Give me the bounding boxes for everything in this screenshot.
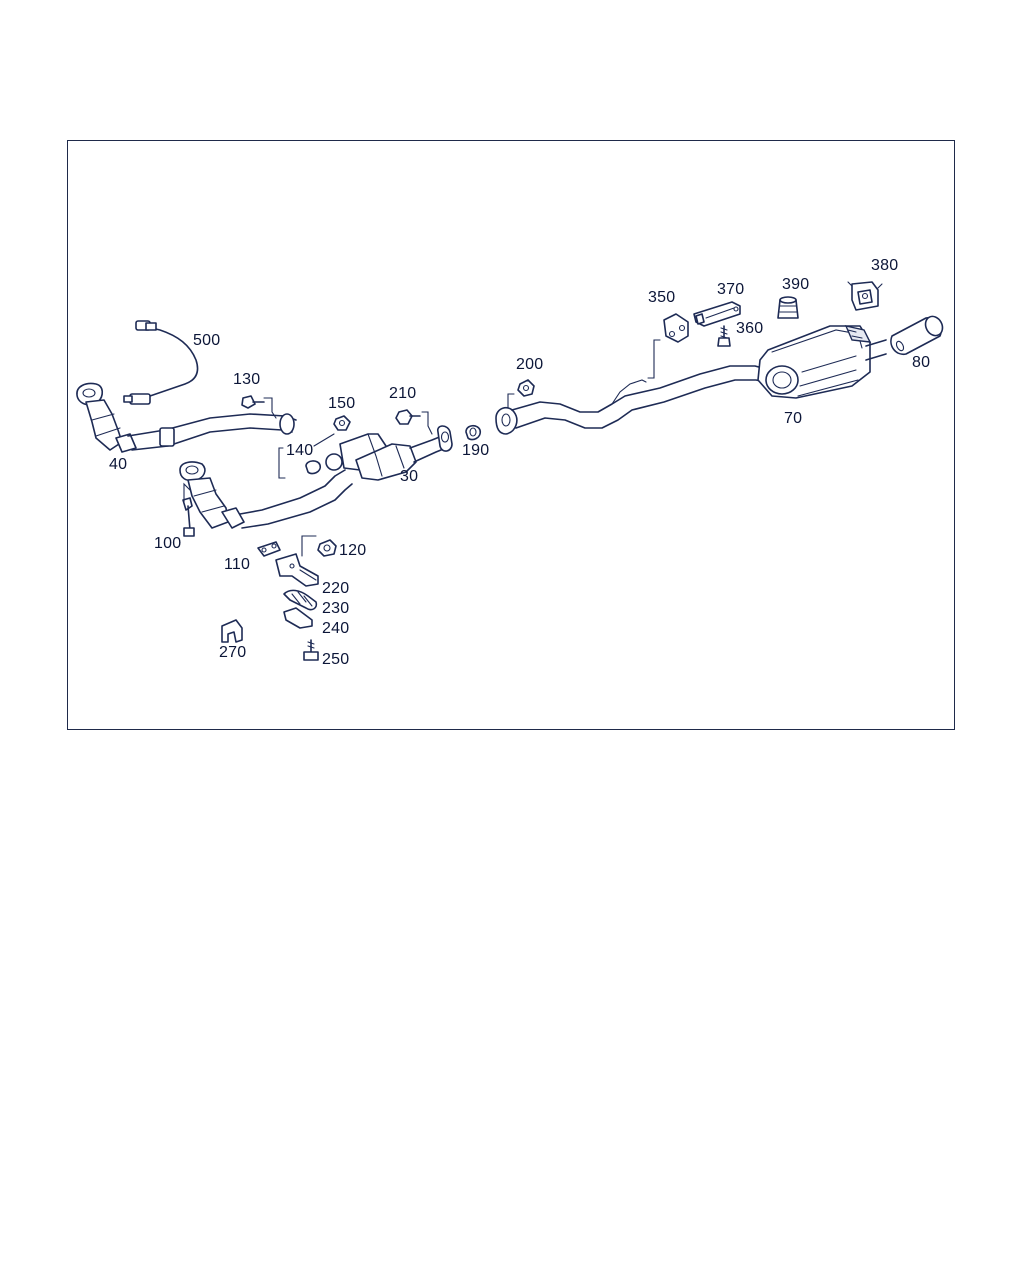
bolt-210 (395, 409, 433, 435)
clip-270 (221, 619, 243, 643)
gasket-140 (305, 460, 322, 475)
part-label-220: 220 (322, 580, 350, 597)
catalytic-converter-40 (76, 382, 297, 453)
part-label-350: 350 (648, 289, 676, 306)
part-label-70: 70 (784, 410, 803, 427)
bolt-130 (241, 395, 277, 419)
part-label-40: 40 (109, 456, 128, 473)
part-label-100: 100 (154, 535, 182, 552)
bracket-220 (275, 553, 319, 587)
rubber-mount-390 (777, 296, 799, 319)
part-label-210: 210 (389, 385, 417, 402)
catalytic-converter-100 (179, 461, 353, 537)
rubber-hanger-350 (663, 313, 689, 343)
part-label-80: 80 (912, 354, 931, 371)
part-label-500: 500 (193, 332, 221, 349)
gasket-190 (465, 424, 482, 441)
strap-240 (283, 607, 313, 629)
leader-140 (278, 447, 286, 479)
bracket-370 (693, 301, 741, 327)
part-label-120: 120 (339, 542, 367, 559)
bolt-360 (717, 325, 731, 347)
tail-pipe-trim-80 (890, 315, 944, 356)
diagram-frame (67, 140, 955, 730)
rear-silencer-70 (757, 325, 887, 399)
part-label-110: 110 (224, 556, 251, 573)
nut-120 (301, 535, 337, 557)
bracket-230 (283, 589, 318, 611)
part-label-360: 360 (736, 320, 764, 337)
mounting-bracket-380 (847, 281, 883, 311)
bolt-250 (303, 639, 319, 661)
part-label-390: 390 (782, 276, 810, 293)
part-label-190: 190 (462, 442, 490, 459)
clamp-110 (257, 541, 281, 557)
part-label-270: 270 (219, 644, 247, 661)
part-label-250: 250 (322, 651, 350, 668)
part-label-130: 130 (233, 371, 261, 388)
part-label-150: 150 (328, 395, 356, 412)
nut-150 (313, 415, 351, 447)
part-label-240: 240 (322, 620, 350, 637)
catalytic-converter-30 (325, 425, 453, 481)
part-label-30: 30 (400, 468, 419, 485)
part-label-230: 230 (322, 600, 350, 617)
nut-200 (507, 379, 535, 411)
part-label-140: 140 (286, 442, 314, 459)
part-label-370: 370 (717, 281, 745, 298)
part-label-200: 200 (516, 356, 544, 373)
oxygen-sensor-500 (123, 320, 199, 405)
intermediate-pipe (495, 339, 771, 435)
part-label-380: 380 (871, 257, 899, 274)
